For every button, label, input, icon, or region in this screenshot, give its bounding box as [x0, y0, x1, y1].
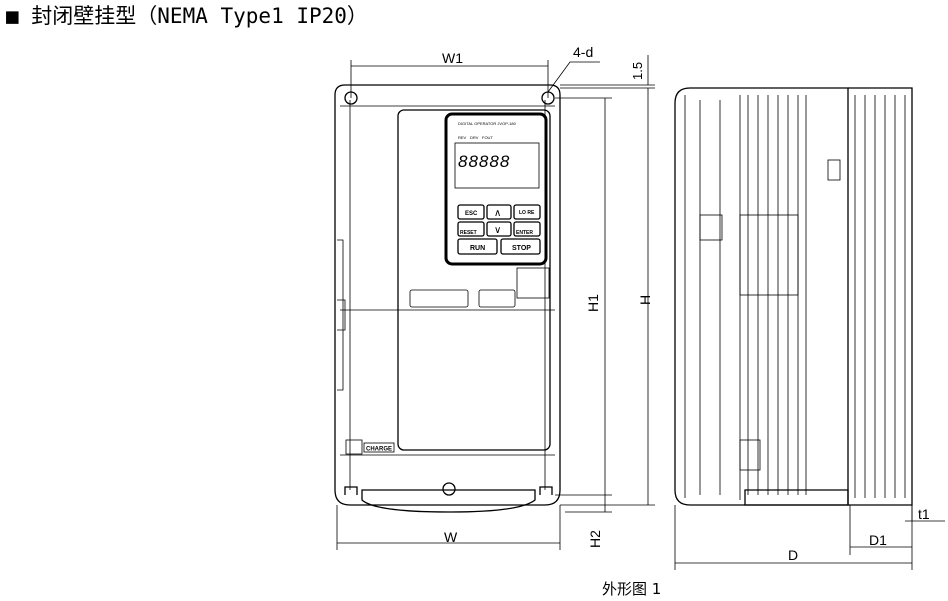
down-key-label: ∨	[494, 225, 501, 236]
esc-key[interactable]	[457, 204, 485, 220]
charge-label: CHARGE	[366, 447, 392, 453]
down-key[interactable]	[486, 221, 512, 237]
display: 88888	[458, 152, 510, 171]
dim-h2: H2	[587, 530, 603, 548]
reset-key-label: RESET	[460, 230, 477, 236]
dim-d1: D1	[869, 532, 887, 548]
keypad-header: DIGITAL OPERATOR JVOP-180	[458, 121, 517, 126]
dim-h1: H1	[585, 294, 601, 312]
stop-key-label: STOP	[512, 245, 531, 252]
led-fout: FOUT	[482, 135, 493, 140]
up-key[interactable]	[486, 204, 512, 220]
page-title: ■ 封闭壁挂型（NEMA Type1 IP20）	[6, 4, 368, 28]
reset-key[interactable]	[457, 221, 485, 237]
dim-gap: 1.5	[630, 62, 645, 80]
dim-d: D	[788, 547, 798, 563]
enter-key-label: ENTER	[516, 230, 533, 236]
stop-key[interactable]	[500, 238, 541, 255]
enter-key[interactable]	[513, 221, 541, 237]
led-drv: DRV	[470, 135, 479, 140]
up-key-label: ∧	[494, 208, 501, 219]
front-view: CHARGE	[334, 84, 561, 513]
figure-caption: 外形图 1	[602, 580, 662, 598]
dim-hole: 4-d	[573, 44, 593, 60]
run-key[interactable]	[457, 238, 498, 255]
dim-w: W	[444, 529, 458, 545]
dimensions: W1 4-d 1.5 H1 H H2 W D D1 t1	[336, 44, 945, 570]
dim-h: H	[637, 295, 653, 305]
led-rev: REV	[458, 135, 467, 140]
charge-label-box	[363, 442, 395, 453]
lo-re-key[interactable]	[513, 204, 541, 220]
dim-t1: t1	[918, 506, 930, 522]
keypad: DIGITAL OPERATOR JVOP-180 REV DRV FOUT 8…	[444, 112, 548, 266]
side-view	[674, 87, 913, 506]
lo-re-label: LO RE	[519, 210, 535, 216]
dim-w1: W1	[442, 50, 463, 66]
run-key-label: RUN	[470, 245, 485, 252]
esc-key-label: ESC	[465, 211, 478, 217]
